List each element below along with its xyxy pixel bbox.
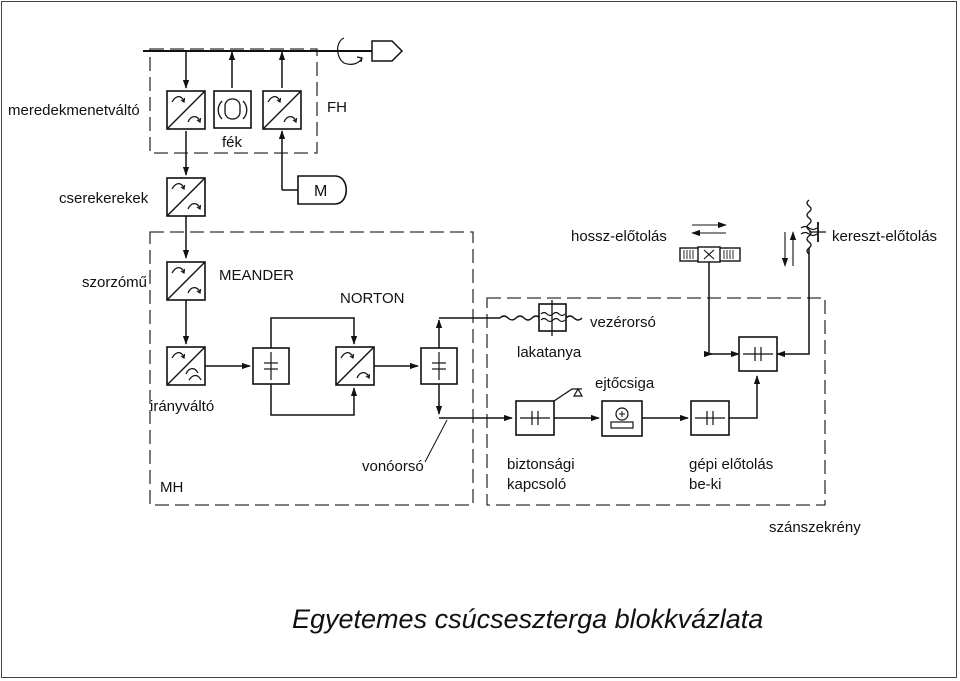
lakatanya-nut [538, 300, 567, 336]
label-norton: NORTON [340, 290, 404, 307]
label-mh: MH [160, 479, 183, 496]
label-meander: MEANDER [219, 267, 294, 284]
fh-switch [262, 90, 302, 130]
hossz-elotolas-rack [679, 246, 741, 263]
biztonsagi-kapcsolo [515, 400, 555, 436]
label-szorzomu: szorzómű [82, 274, 147, 291]
label-ejtocsiga: ejtőcsiga [595, 375, 655, 392]
label-kapcsolo: kapcsoló [507, 476, 566, 493]
label-gepi-elotolas: gépi előtolás [689, 456, 773, 473]
ejtocsiga-worm [601, 400, 643, 437]
meander-coupling [252, 347, 290, 385]
kereszt-elotolas-screw [800, 199, 826, 255]
meredekmenetvalto-switch [166, 90, 206, 130]
label-motor: M [314, 183, 327, 200]
norton-switch [335, 346, 375, 386]
szanszekreny-group-frame [486, 297, 826, 506]
label-vonoorso: vonóorsó [362, 458, 424, 475]
label-iranyvalto: irányváltó [150, 398, 214, 415]
spindle-tip [371, 40, 404, 62]
label-vezerorso: vezérorsó [590, 314, 656, 331]
cserekerekek-switch [166, 177, 206, 217]
vonoorso-pointer [424, 419, 448, 463]
label-kereszt-elotolas: kereszt-előtolás [832, 228, 937, 245]
vonoorso-coupling [420, 347, 458, 385]
label-be-ki: be-ki [689, 476, 722, 493]
szorzomu-switch [166, 261, 206, 301]
label-hossz-elotolas: hossz-előtolás [571, 228, 667, 245]
label-szanszekreny: szánszekrény [769, 519, 861, 536]
iranyvalto-switch [166, 346, 206, 386]
brake-block [213, 90, 252, 129]
fh-group-frame [149, 48, 318, 154]
label-fh: FH [327, 99, 347, 116]
diagram-title: Egyetemes csúcseszterga blokkvázlata [292, 604, 763, 634]
rotation-arrow [337, 37, 363, 65]
label-fek: fék [222, 134, 243, 151]
label-lakatanya: lakatanya [517, 344, 582, 361]
label-meredekmenetvalto: meredekmenetváltó [8, 102, 140, 119]
hossz-kereszt-coupling [738, 336, 778, 372]
label-biztonsagi: biztonsági [507, 456, 575, 473]
gepi-elotolas-clutch [690, 400, 730, 436]
mh-group-frame [149, 231, 474, 506]
motor [297, 175, 348, 205]
label-cserekerekek: cserekerekek [59, 190, 149, 207]
